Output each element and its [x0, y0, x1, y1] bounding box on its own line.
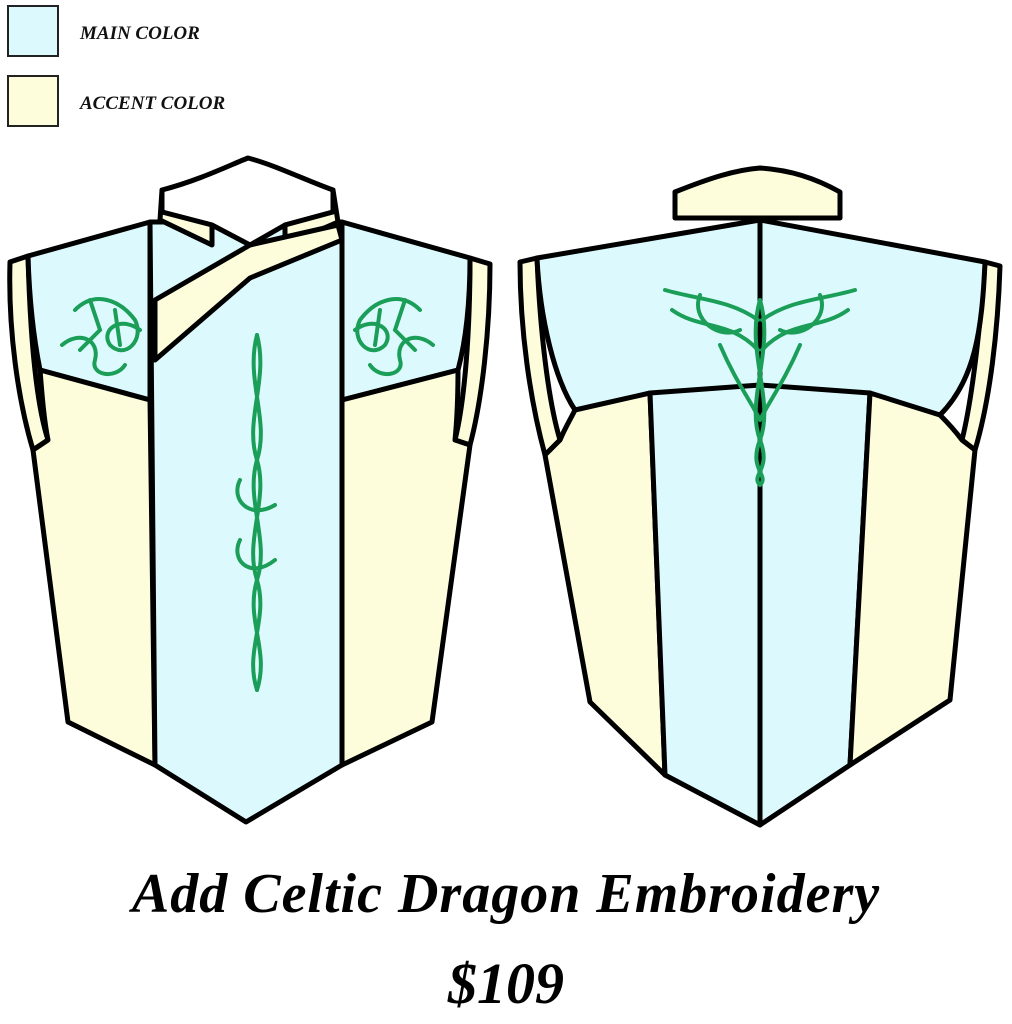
back-right-side-panel: [847, 390, 978, 768]
main-color-label: MAIN COLOR: [80, 23, 200, 44]
front-right-dragon-embroidery: [353, 297, 435, 376]
front-crossover-flap: [152, 222, 345, 363]
front-collar-left-tab: [157, 187, 215, 248]
front-center-knot-embroidery: [235, 333, 277, 692]
accent-color-swatch: [7, 75, 59, 127]
product-price: $109: [448, 951, 564, 1016]
front-vest: [7, 155, 493, 825]
back-dragon-embroidery: [663, 288, 857, 487]
back-collar: [672, 165, 843, 221]
front-left-dragon-embroidery: [60, 297, 142, 376]
front-left-lower-panel: [30, 367, 158, 768]
back-vest: [517, 165, 1003, 828]
accent-color-label: ACCENT COLOR: [80, 93, 226, 114]
product-title: Add Celtic Dragon Embroidery: [131, 863, 881, 925]
back-left-side-panel: [542, 390, 668, 778]
main-color-swatch: [7, 5, 59, 57]
vest-illustration: [7, 155, 1003, 828]
celtic-dragon-embroidery: [60, 288, 857, 692]
front-right-lower-panel: [339, 367, 473, 768]
